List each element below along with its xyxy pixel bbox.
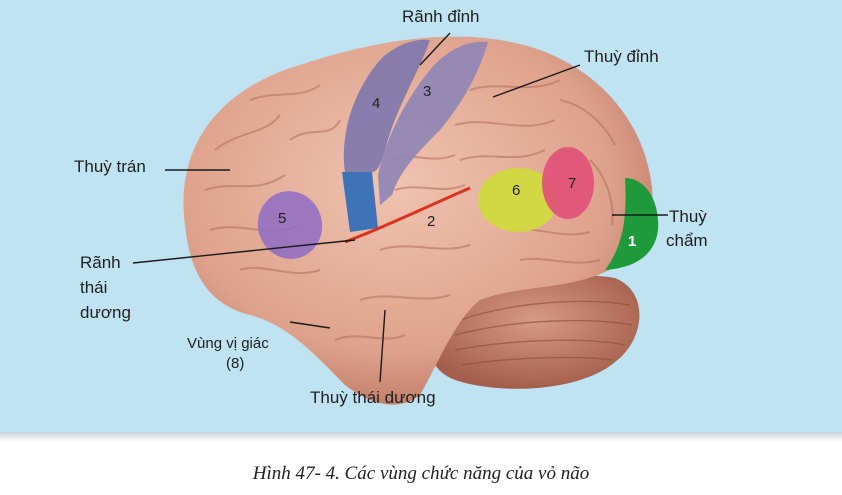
lateral-sulcus-line [344,186,471,244]
region-1 [605,178,659,270]
region-number-7: 7 [568,175,577,192]
label-thuy-tran: Thuỳ trán [74,157,146,176]
cerebellum-folds [454,300,633,366]
label-thuy-thai-duong: Thuỳ thái dương [310,388,436,407]
gyri-texture [204,79,616,341]
label-thuy-cham-1: Thuỳ [669,207,707,226]
label-ranh-thai-duong-1: Rãnh [80,253,121,272]
region-number-4: 4 [372,95,381,112]
cerebrum [183,36,653,405]
region-7 [542,147,594,219]
leader-lines [132,32,668,383]
region-number-2: 2 [427,213,436,230]
figure-shadow [0,432,842,442]
label-vung-vi-giac-1: Vùng vị giác [187,335,269,352]
label-vung-vi-giac-2: (8) [226,355,245,372]
region-number-6: 6 [512,182,521,199]
label-thuy-cham-2: chẩm [666,231,708,250]
region-number-5: 5 [278,210,287,227]
region-5 [257,191,323,259]
label-ranh-thai-duong-3: dương [80,303,131,322]
region-4 [343,39,430,172]
label-ranh-dinh: Rãnh đỉnh [402,7,480,26]
region-3 [378,41,488,205]
region-number-1: 1 [628,233,637,250]
figure-panel: 4 3 5 2 6 7 1 Rãnh đỉnh Thuỳ đỉnh Thuỳ t… [0,0,842,432]
region-6 [478,168,558,232]
cerebellum [431,275,640,389]
label-ranh-thai-duong-2: thái [80,278,108,297]
region-number-3: 3 [423,83,432,100]
central-sulcus-strip [342,172,378,232]
brain-diagram [132,32,668,405]
figure-caption: Hình 47- 4. Các vùng chức năng của vỏ nã… [252,463,590,484]
label-thuy-dinh: Thuỳ đỉnh [584,47,659,66]
